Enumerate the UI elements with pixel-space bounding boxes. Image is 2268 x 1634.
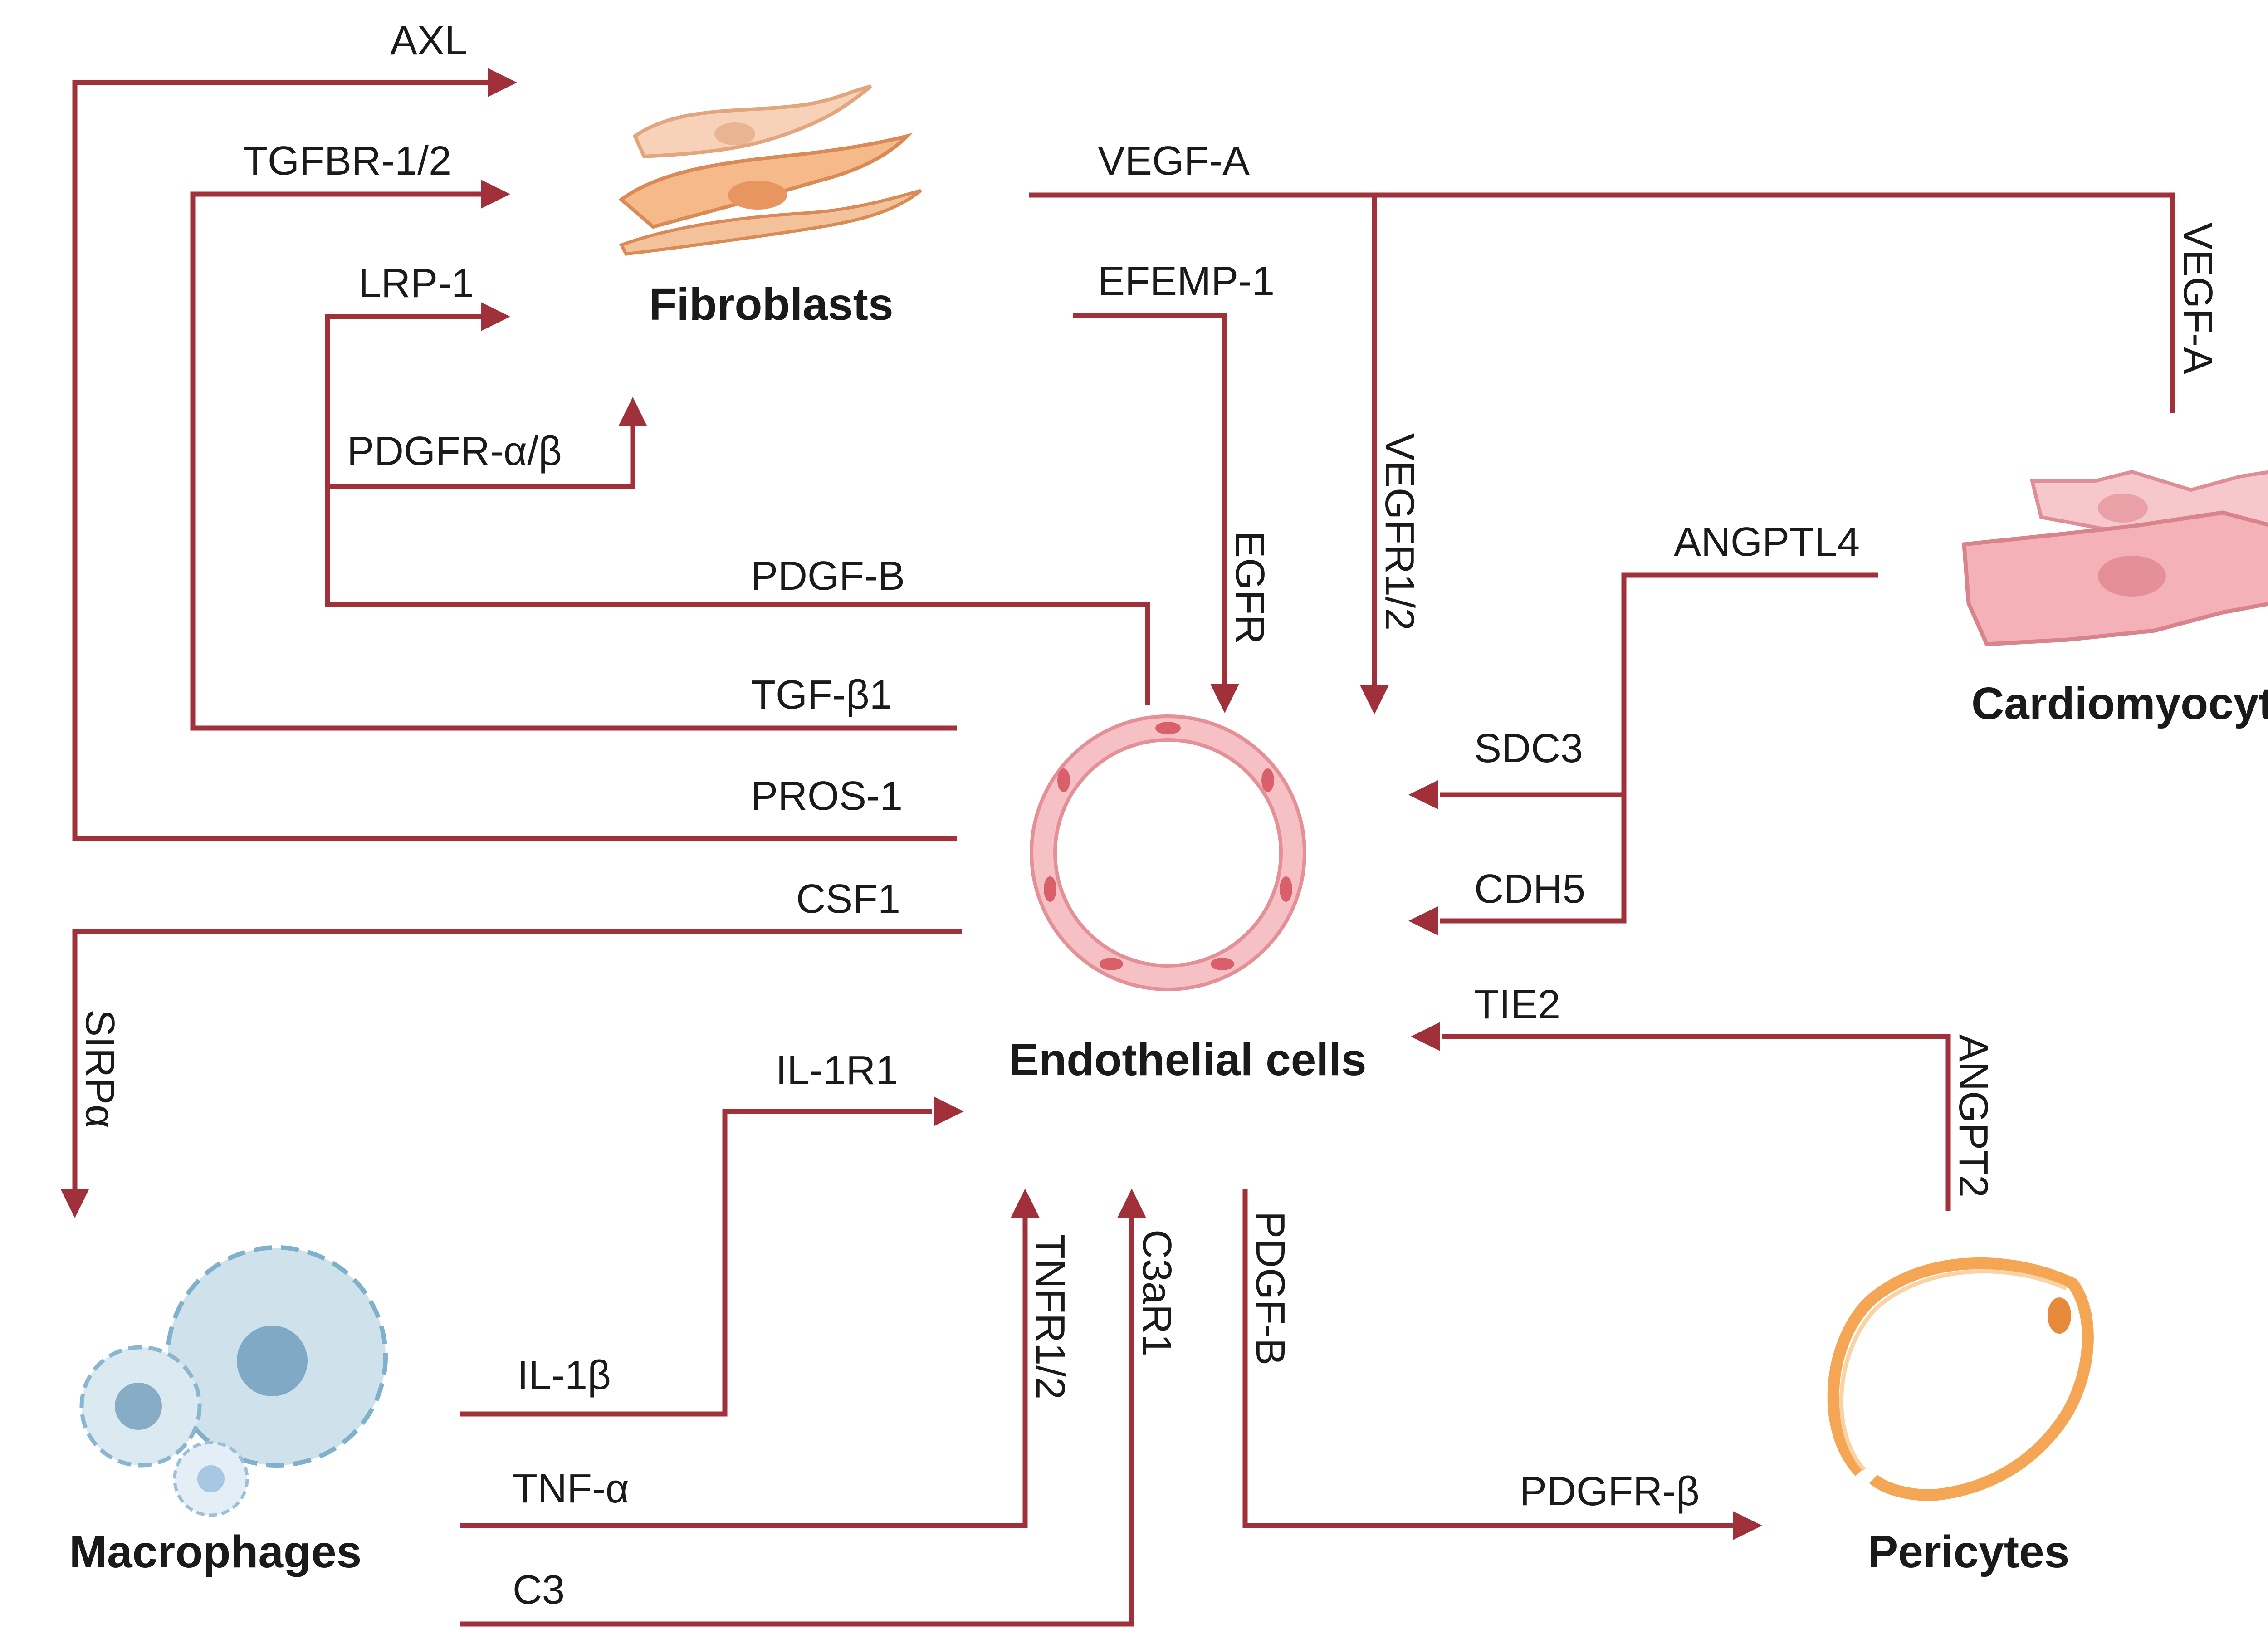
label-egfr: EGFR [1227,531,1272,644]
label-vegfa-right: VEGF-A [2175,222,2220,374]
arrowhead-cdh5 [1408,906,1438,935]
label-pdgfb-bottom: PDGF-B [1247,1211,1293,1365]
label-axl: AXL [390,18,467,64]
arrow-vegfa-fibro [1029,192,2175,413]
arrow-il1b-il1r1 [460,1109,932,1417]
arrowhead-tnfr [1011,1189,1040,1218]
label-il1b: IL-1β [517,1353,611,1398]
label-vegfr: VEGFR1/2 [1377,433,1422,631]
arrow-pdgfb-pdgfr [327,426,635,489]
label-efemp1: EFEMP-1 [1098,259,1275,304]
label-csf1: CSF1 [796,876,900,922]
cardiomyocyte-icon [1962,470,2268,646]
arrowhead-axl [488,68,517,97]
arrowhead-il1r1 [934,1097,964,1126]
pericyte-icon [1827,1257,2094,1501]
label-tnfa: TNF-α [513,1466,629,1512]
arrow-angptl4 [1440,572,1878,924]
arrowhead-vegfr [1360,685,1389,714]
label-angpt2: ANGPT2 [1950,1034,1996,1198]
arrow-csf1-sirpa [72,929,962,1189]
label-pros1: PROS-1 [751,773,903,819]
label-lrp1: LRP-1 [358,261,474,306]
connectors [60,68,2175,1627]
label-pdgfr-ab: PDGFR-α/β [347,429,562,474]
label-sdc3: SDC3 [1474,726,1583,771]
arrowhead-sirpa [60,1189,89,1218]
arrow-tgfb1-tgfbr [190,191,957,731]
label-tgfb1: TGF-β1 [751,672,892,718]
label-tie2: TIE2 [1474,982,1560,1027]
arrowhead-sdc3 [1408,780,1438,809]
cardiomyocytes-label: Cardiomyocytes [1971,678,2268,729]
label-c3ar1: C3aR1 [1134,1229,1179,1356]
arrow-c3-c3ar1 [460,1218,1134,1627]
fibroblast-icon [618,84,922,256]
ligand-receptor-labels: AXL TGFBR-1/2 LRP-1 PDGFR-α/β PDGF-B TGF… [77,18,2220,1613]
label-tgfbr: TGFBR-1/2 [243,138,451,184]
label-pdgfrb: PDGFR-β [1520,1469,1700,1514]
label-cdh5: CDH5 [1474,866,1585,912]
label-pdgfb-top: PDGF-B [751,553,905,599]
arrow-pros1-axl [72,80,957,841]
fibroblasts-label: Fibroblasts [649,279,894,330]
pericytes-label: Pericytes [1868,1526,2070,1577]
arrowhead-egfr [1210,684,1239,713]
label-tnfr: TNFR1/2 [1027,1234,1073,1399]
label-il1r1: IL-1R1 [776,1048,898,1093]
arrow-pdgfb-pdgfrb [1242,1189,1733,1528]
arrowhead-c3ar1 [1117,1189,1146,1218]
arrowhead-lrp1 [481,302,510,331]
label-angptl4: ANGPTL4 [1674,519,1860,565]
macrophage-icon [79,1245,388,1517]
arrowhead-pdgfr [618,397,647,426]
arrowhead-pdgfrb [1733,1511,1762,1540]
macrophages-label: Macrophages [69,1526,362,1577]
arrow-tnfa-tnfr [460,1218,1028,1528]
endothelial-vessel-icon [1030,714,1306,991]
arrow-angpt2-tie2 [1442,1034,1951,1211]
label-c3: C3 [513,1567,565,1613]
arrowhead-tgfbr [481,180,510,209]
label-sirpa: SIRPα [77,1009,122,1128]
arrowhead-tie2 [1411,1022,1440,1051]
arrow-efemp1-egfr [1073,313,1227,686]
endothelial-label: Endothelial cells [1008,1034,1366,1085]
label-vegfa-top: VEGF-A [1098,138,1250,184]
arrow-pdgfb-lrp1 [325,314,1150,705]
